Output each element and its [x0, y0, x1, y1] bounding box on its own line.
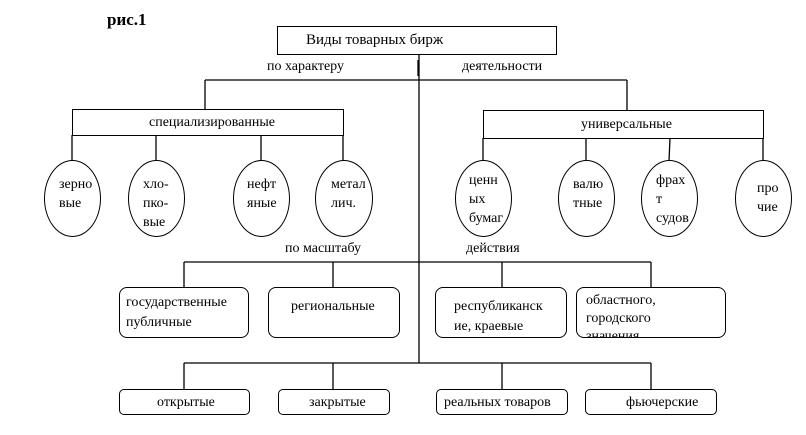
scale-node-state: государственные публичные — [119, 287, 249, 338]
criterion-action: действия — [466, 241, 520, 256]
action-node-closed: закрытые — [278, 389, 390, 415]
scale-node-republican: республиканск ие, краевые — [435, 287, 567, 338]
scale-node-regional: региональные — [268, 287, 400, 338]
specialized-label: специализированные — [149, 115, 275, 130]
specialized-node: специализированные — [72, 109, 344, 136]
root-label: Виды товарных бирж — [306, 32, 444, 48]
ellipse-freight: фрах т судов — [641, 160, 698, 237]
ellipse-cotton: хло- пко- вые — [128, 160, 185, 237]
root-node: Виды товарных бирж — [277, 26, 557, 55]
scale-label: государственные публичные — [126, 295, 227, 330]
ellipse-oil: нефт яные — [233, 160, 290, 237]
ellipse-label: нефт яные — [247, 177, 277, 211]
criterion-scale: по масштабу — [285, 241, 362, 256]
ellipse-label: ценн ых бумаг — [469, 173, 504, 226]
ellipse-label: метал лич. — [331, 177, 366, 211]
criterion-nature-right: деятельности — [462, 59, 543, 74]
ellipse-label: фрах т судов — [656, 173, 689, 226]
action-node-open: открытые — [119, 389, 250, 415]
scale-node-regional-city: областного, городского значения — [576, 287, 726, 338]
action-label: открытые — [157, 395, 215, 410]
scale-label: республиканск ие, краевые — [454, 299, 543, 334]
ellipse-label: про чие — [757, 181, 779, 215]
ellipse-other: про чие — [735, 160, 792, 237]
scale-label: региональные — [291, 299, 375, 314]
ellipse-metal: метал лич. — [315, 160, 373, 237]
ellipse-label: зерно вые — [59, 177, 93, 211]
ellipse-label: валю тные — [573, 177, 604, 211]
ellipse-grain: зерно вые — [44, 160, 101, 237]
criterion-nature-left: по характеру — [267, 59, 344, 74]
ellipse-label: хло- пко- вые — [143, 177, 169, 230]
action-label: фьючерские — [626, 395, 699, 410]
figure-label: рис.1 — [107, 10, 147, 29]
scale-label: областного, городского значения — [586, 293, 656, 338]
action-node-real-goods: реальных товаров — [436, 389, 568, 415]
action-label: реальных товаров — [444, 395, 551, 410]
ellipse-currency: валю тные — [558, 160, 615, 237]
universal-node: универсальные — [483, 110, 764, 139]
universal-label: универсальные — [581, 117, 672, 132]
action-label: закрытые — [309, 395, 366, 410]
action-node-futures: фьючерские — [585, 389, 717, 415]
ellipse-securities: ценн ых бумаг — [455, 160, 512, 237]
